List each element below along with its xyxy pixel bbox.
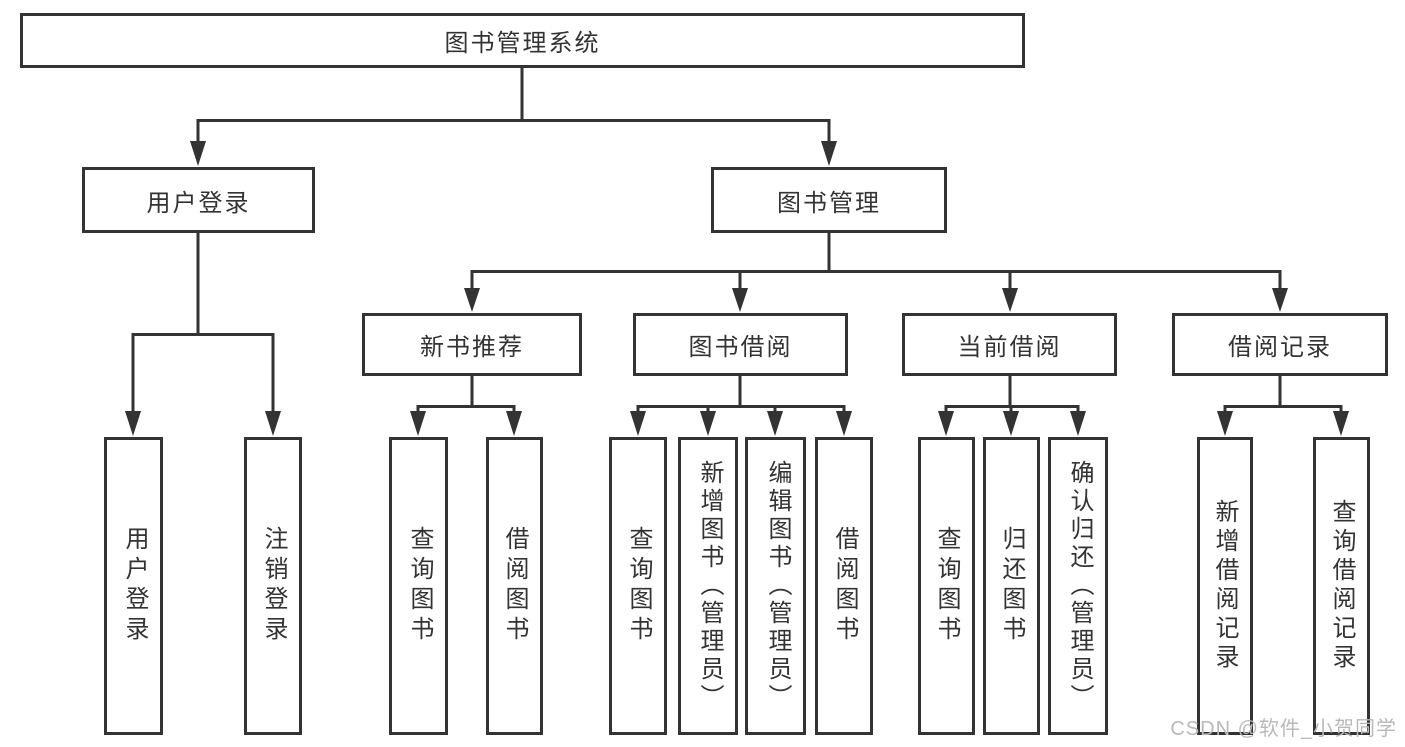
leaf-confirm-return-admin: 确认归还（管理员） bbox=[1048, 437, 1108, 735]
connector-borrow-records-to-leaves bbox=[1217, 376, 1349, 436]
node-current-borrow: 当前借阅 bbox=[902, 313, 1117, 376]
leaf-borrow-books: 借阅图书 bbox=[815, 437, 873, 735]
node-new-book-recommend: 新书推荐 bbox=[362, 313, 582, 376]
connector-book-management-to-level3 bbox=[464, 233, 1288, 312]
connector-current-borrow-to-leaves bbox=[938, 376, 1086, 436]
leaf-return-books: 归还图书 bbox=[983, 437, 1040, 735]
leaf-user-login: 用户登录 bbox=[104, 437, 163, 735]
leaf-logout: 注销登录 bbox=[244, 437, 302, 735]
node-root-system: 图书管理系统 bbox=[20, 13, 1025, 68]
connector-new-book-recommend-to-leaves bbox=[410, 376, 522, 436]
leaf-edit-books-admin: 编辑图书（管理员） bbox=[745, 437, 806, 735]
leaf-query-books-current: 查询图书 bbox=[918, 437, 975, 735]
node-borrow-records: 借阅记录 bbox=[1172, 313, 1388, 376]
node-book-management: 图书管理 bbox=[711, 167, 947, 233]
connector-book-borrow-to-leaves bbox=[630, 376, 852, 436]
csdn-watermark: CSDN @软件_小贺同学 bbox=[1170, 718, 1397, 740]
connector-root-to-level2 bbox=[190, 68, 837, 166]
leaf-query-borrow-record: 查询借阅记录 bbox=[1313, 437, 1370, 735]
leaf-borrow-books-recommend: 借阅图书 bbox=[486, 437, 543, 735]
leaf-add-books-admin: 新增图书（管理员） bbox=[678, 437, 738, 735]
node-book-borrow: 图书借阅 bbox=[633, 313, 848, 376]
leaf-query-books-borrow: 查询图书 bbox=[609, 437, 667, 735]
node-user-login: 用户登录 bbox=[82, 167, 315, 233]
leaf-query-books-recommend: 查询图书 bbox=[389, 437, 448, 735]
leaf-add-borrow-record: 新增借阅记录 bbox=[1197, 437, 1253, 735]
connector-user-login-to-leaves bbox=[125, 233, 281, 436]
